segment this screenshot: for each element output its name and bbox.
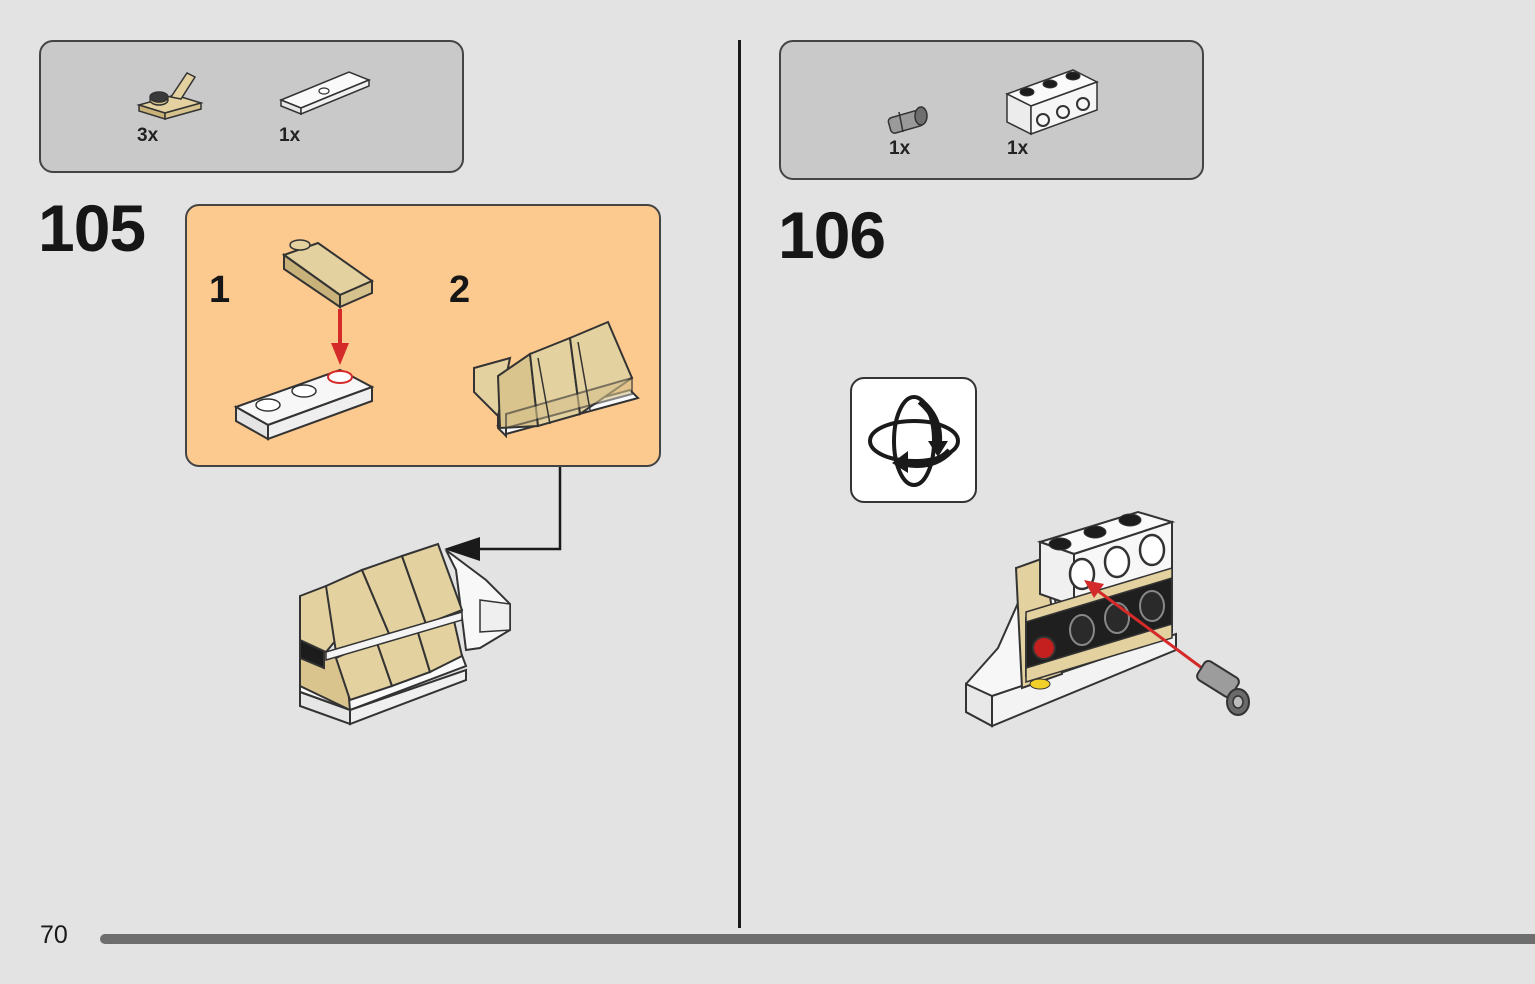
white-plate-1x4-icon	[279, 71, 371, 116]
part-quantity: 1x	[279, 125, 301, 146]
gray-technic-pin	[1196, 659, 1250, 716]
white-plate-piece	[233, 368, 375, 441]
substep-1-illustration	[233, 239, 375, 441]
part-quantity: 1x	[889, 138, 911, 159]
attach-arrow	[331, 309, 349, 365]
page-number: 70	[40, 921, 68, 949]
parts-list-step-105: 3x 1x	[39, 40, 464, 173]
gray-technic-pin-icon	[887, 106, 928, 134]
rotate-model-indicator	[850, 377, 977, 503]
tan-bracket-plate-icon	[136, 72, 204, 121]
parts-list-step-106: 1x 1x	[779, 40, 1204, 180]
page-divider	[738, 40, 741, 928]
part-quantity: 1x	[1007, 138, 1029, 159]
part-quantity: 3x	[137, 125, 159, 146]
step-number: 105	[38, 191, 146, 265]
page-progress-bar	[100, 934, 1535, 944]
substep-number: 1	[209, 269, 231, 311]
white-technic-brick-icon	[1005, 69, 1099, 136]
step-105-model	[299, 542, 511, 726]
substep-connector	[444, 467, 562, 561]
step-106-model	[965, 510, 1250, 728]
substep-2-illustration	[473, 320, 640, 439]
substep-number: 2	[449, 269, 471, 311]
rotate-model-icon	[868, 395, 960, 487]
step-number: 106	[778, 198, 886, 272]
tan-slope-piece	[281, 239, 375, 309]
